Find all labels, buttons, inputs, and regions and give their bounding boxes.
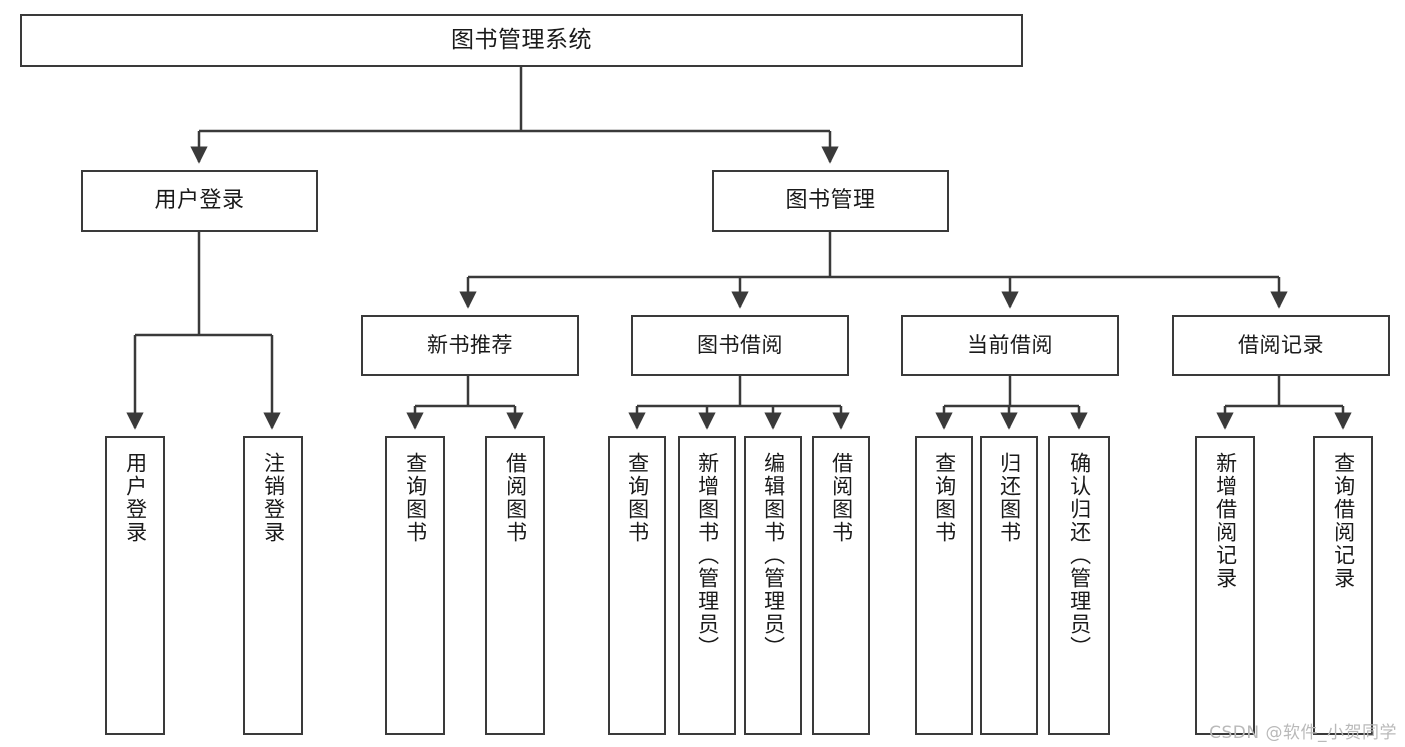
node-book-management[interactable]: 图书管理 — [712, 170, 949, 232]
node-label: 借阅图书 — [829, 452, 854, 544]
node-label: 用户登录 — [154, 187, 245, 213]
csdn-watermark: CSDN @软件_小贺同学 — [1209, 723, 1397, 743]
node-label: 查询图书 — [625, 452, 650, 544]
node-label: 查询图书 — [932, 452, 957, 544]
node-label: 图书借阅 — [697, 332, 783, 357]
node-current-borrow[interactable]: 当前借阅 — [901, 315, 1119, 376]
node-leaf-return-book[interactable]: 归还图书 — [980, 436, 1038, 735]
node-borrow-record[interactable]: 借阅记录 — [1172, 315, 1390, 376]
node-label: 借阅记录 — [1238, 332, 1324, 357]
node-label: 确认归还（管理员） — [1067, 452, 1092, 659]
node-label: 查询图书 — [403, 452, 428, 544]
node-leaf-query-borrow-record[interactable]: 查询借阅记录 — [1313, 436, 1373, 735]
node-leaf-borrow-book-1[interactable]: 借阅图书 — [485, 436, 545, 735]
node-label: 编辑图书（管理员） — [761, 452, 786, 659]
node-leaf-borrow-book-2[interactable]: 借阅图书 — [812, 436, 870, 735]
node-label: 新增图书（管理员） — [695, 452, 720, 659]
node-label: 当前借阅 — [967, 332, 1053, 357]
node-leaf-logout[interactable]: 注销登录 — [243, 436, 303, 735]
node-root-system[interactable]: 图书管理系统 — [20, 14, 1023, 67]
node-label: 图书管理系统 — [451, 26, 592, 53]
node-label: 新增借阅记录 — [1213, 452, 1238, 590]
node-leaf-edit-book-admin[interactable]: 编辑图书（管理员） — [744, 436, 802, 735]
node-label: 新书推荐 — [427, 332, 513, 357]
node-label: 查询借阅记录 — [1331, 452, 1356, 590]
node-label: 注销登录 — [261, 452, 286, 544]
node-new-book-recommend[interactable]: 新书推荐 — [361, 315, 579, 376]
node-book-borrow[interactable]: 图书借阅 — [631, 315, 849, 376]
node-leaf-query-book-3[interactable]: 查询图书 — [915, 436, 973, 735]
node-label: 归还图书 — [997, 452, 1022, 544]
node-leaf-confirm-return-admin[interactable]: 确认归还（管理员） — [1048, 436, 1110, 735]
node-leaf-add-borrow-record[interactable]: 新增借阅记录 — [1195, 436, 1255, 735]
node-leaf-add-book-admin[interactable]: 新增图书（管理员） — [678, 436, 736, 735]
node-leaf-query-book-2[interactable]: 查询图书 — [608, 436, 666, 735]
node-leaf-user-login[interactable]: 用户登录 — [105, 436, 165, 735]
node-label: 图书管理 — [785, 187, 876, 213]
node-leaf-query-book-1[interactable]: 查询图书 — [385, 436, 445, 735]
node-label: 借阅图书 — [503, 452, 528, 544]
node-user-login[interactable]: 用户登录 — [81, 170, 318, 232]
node-label: 用户登录 — [123, 452, 148, 544]
